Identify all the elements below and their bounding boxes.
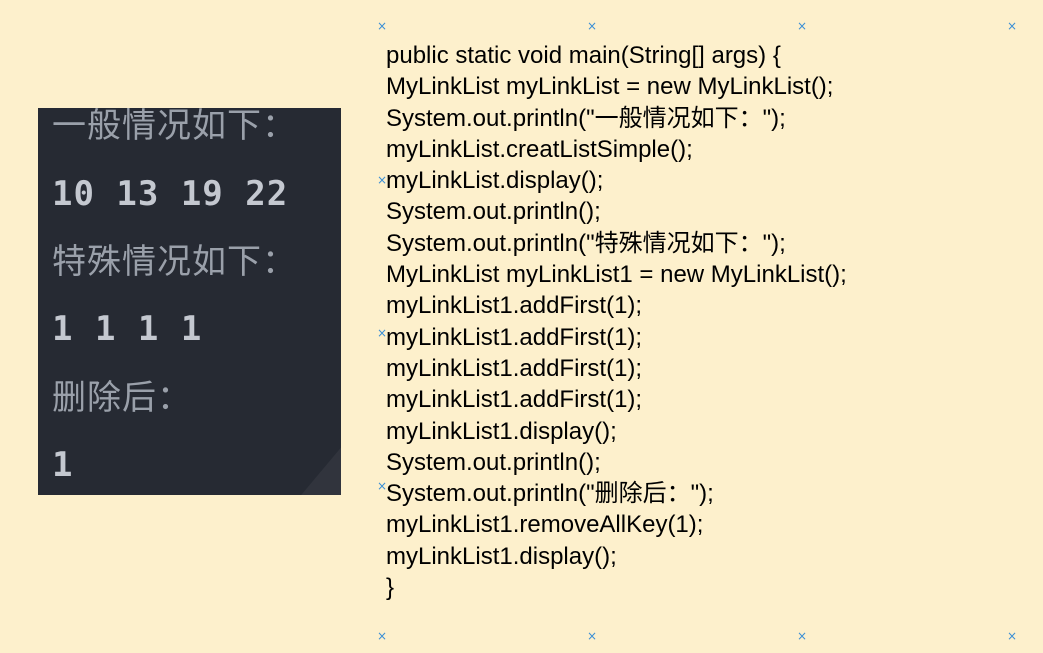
resize-handle-icon[interactable]: ×: [587, 629, 598, 643]
code-line: System.out.println("删除后：");: [386, 480, 714, 508]
resize-handle-icon[interactable]: ×: [1007, 19, 1018, 33]
console-output-screenshot: 一般情况如下： 10 13 19 22 特殊情况如下： 1 1 1 1 删除后：…: [38, 108, 341, 495]
code-line: myLinkList.creatListSimple();: [386, 135, 693, 163]
code-line: myLinkList.display();: [386, 167, 604, 195]
resize-handle-icon[interactable]: ×: [377, 629, 388, 643]
console-line-special-header: 特殊情况如下：: [52, 242, 297, 282]
code-line: myLinkList1.addFirst(1);: [386, 323, 643, 351]
code-line: MyLinkList myLinkList = new MyLinkList()…: [386, 73, 834, 101]
code-line: myLinkList1.removeAllKey(1);: [386, 511, 704, 539]
console-line-general-values: 10 13 19 22: [52, 174, 289, 214]
console-background-stroke: [189, 382, 341, 495]
resize-handle-icon[interactable]: ×: [377, 326, 388, 340]
console-line-deleted-values: 1: [52, 445, 74, 485]
code-line: myLinkList1.display();: [386, 417, 617, 445]
code-line: System.out.println("一般情况如下：");: [386, 104, 786, 132]
code-line: myLinkList1.display();: [386, 542, 617, 570]
resize-handle-icon[interactable]: ×: [797, 19, 808, 33]
code-line: myLinkList1.addFirst(1);: [386, 354, 643, 382]
code-line: public static void main(String[] args) {: [386, 42, 781, 69]
code-line: System.out.println();: [386, 198, 601, 226]
resize-handle-icon[interactable]: ×: [377, 19, 388, 33]
resize-handle-icon[interactable]: ×: [377, 479, 388, 493]
console-line-special-values: 1 1 1 1: [52, 309, 203, 349]
resize-handle-icon[interactable]: ×: [797, 629, 808, 643]
code-line: MyLinkList myLinkList1 = new MyLinkList(…: [386, 261, 847, 289]
resize-handle-icon[interactable]: ×: [1007, 629, 1018, 643]
code-line: System.out.println();: [386, 448, 601, 476]
code-line: }: [386, 574, 395, 602]
resize-handle-icon[interactable]: ×: [587, 19, 598, 33]
code-line: System.out.println("特殊情况如下：");: [386, 229, 786, 257]
console-line-general-header: 一般情况如下：: [52, 108, 297, 146]
code-line: myLinkList1.addFirst(1);: [386, 386, 643, 414]
console-line-deleted-header: 删除后：: [52, 378, 192, 418]
code-block: public static void main(String[] args) {…: [386, 40, 847, 603]
code-line: myLinkList1.addFirst(1);: [386, 292, 643, 320]
resize-handle-icon[interactable]: ×: [377, 173, 388, 187]
